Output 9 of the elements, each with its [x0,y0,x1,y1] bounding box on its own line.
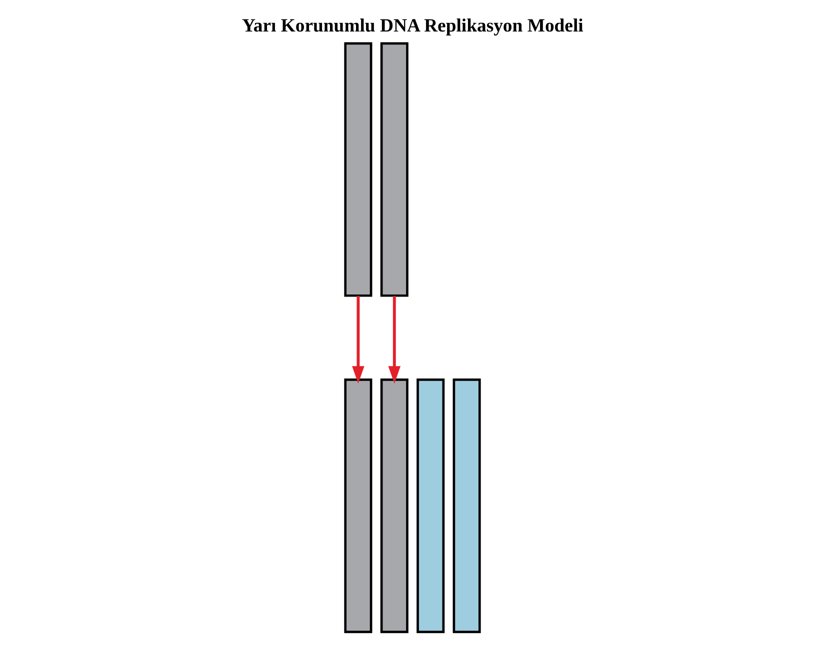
diagram-title: Yarı Korunumlu DNA Replikasyon Modeli [242,16,584,37]
arrow [388,296,401,384]
arrow [352,296,364,384]
node-bar [344,42,372,297]
node-bar [416,378,445,634]
node-bar [380,378,408,634]
node-bar [380,42,408,297]
node-bar [452,378,481,634]
node-bar [344,378,372,634]
